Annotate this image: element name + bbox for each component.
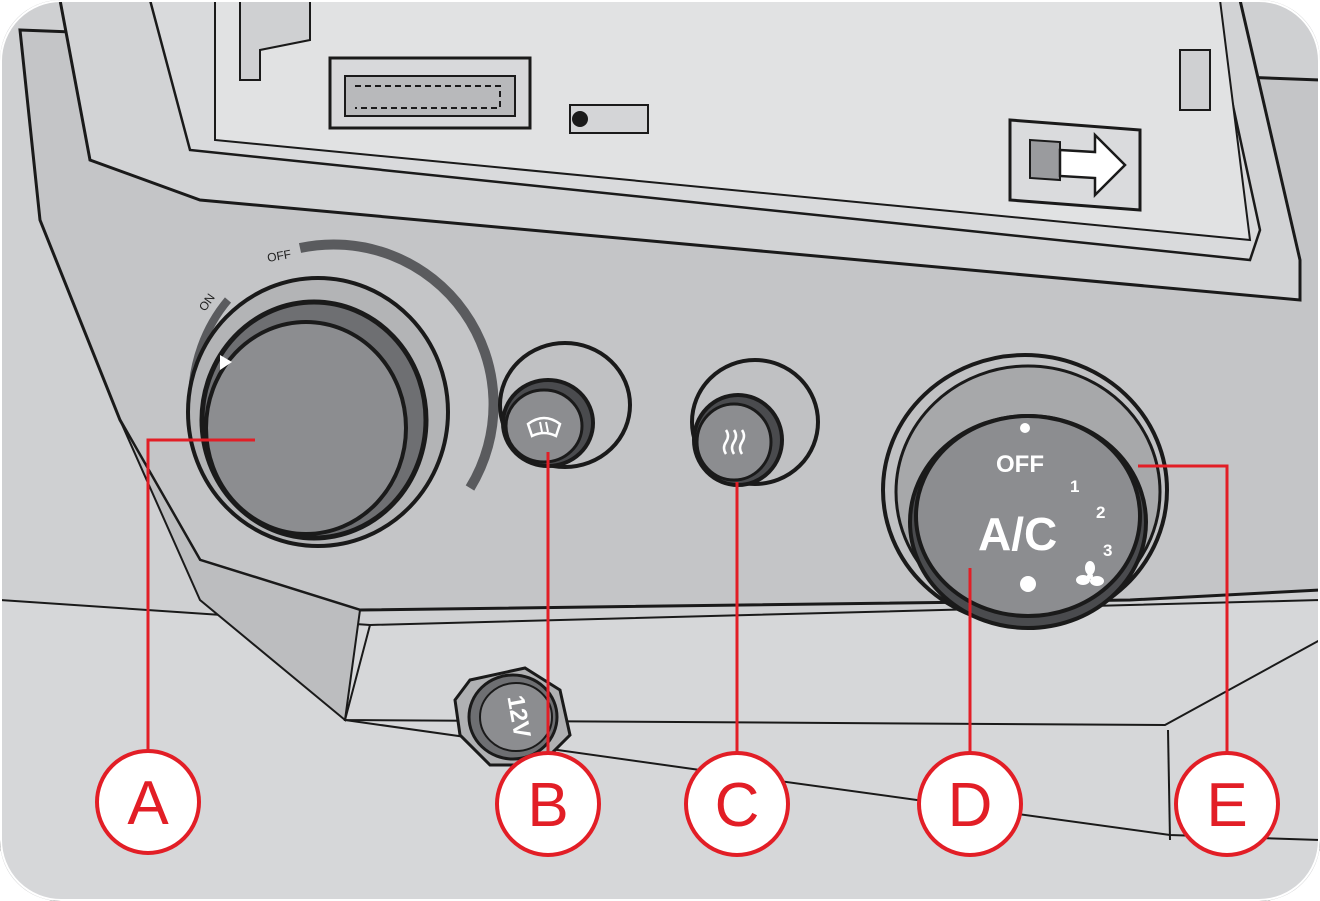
callout-a: A	[95, 749, 201, 855]
ac-label: A/C	[978, 508, 1057, 560]
callout-line-a	[146, 438, 255, 750]
knob-de-speed-2: 2	[1096, 503, 1105, 522]
knob-b[interactable]	[504, 388, 584, 464]
callout-b-label: B	[527, 771, 568, 840]
lower-seam	[1167, 729, 1171, 841]
callout-lines	[146, 438, 1229, 752]
ac-indicator	[1020, 576, 1036, 592]
lower-console	[0, 598, 1320, 901]
panel-side	[119, 419, 362, 722]
callout-d-label: D	[948, 771, 993, 840]
knob-b-group	[498, 341, 632, 469]
knob-d[interactable]	[914, 414, 1142, 618]
callout-c-label: C	[715, 771, 760, 840]
rear-window-heater-icon	[722, 429, 746, 455]
knob-de-speed-3: 3	[1103, 541, 1112, 560]
clip-slot	[1029, 138, 1061, 182]
arrow-right-icon	[1058, 131, 1127, 199]
callout-line-e	[1138, 464, 1229, 752]
knob-de-marker	[1020, 423, 1030, 433]
callout-c: C	[684, 751, 790, 857]
knob-a-group: OFF ON	[186, 239, 499, 548]
lower-console-edge	[343, 624, 1320, 727]
side-tab	[1179, 49, 1211, 111]
socket-group: 12V	[453, 666, 572, 767]
socket-cap-face	[479, 682, 553, 752]
knob-de-off-label: OFF	[996, 451, 1044, 478]
windscreen-defrost-icon	[526, 416, 562, 438]
knob-a-off-label: OFF	[266, 247, 292, 265]
fan-icon	[1076, 561, 1104, 586]
callout-b: B	[495, 751, 601, 857]
connector-socket	[344, 75, 516, 117]
knob-a-pointer	[220, 355, 232, 370]
knob-de-speed-1: 1	[1070, 477, 1079, 496]
bracket	[239, 0, 311, 81]
callout-a-label: A	[127, 769, 169, 838]
callout-e: E	[1174, 751, 1280, 857]
knob-a[interactable]	[204, 320, 408, 536]
knob-c-group	[690, 358, 820, 487]
knob-a-off-arc	[298, 239, 499, 491]
callout-e-label: E	[1206, 771, 1247, 840]
knob-de-group: OFF 1 2 3 A/C	[881, 353, 1169, 630]
antenna-jack	[572, 111, 588, 127]
callout-d: D	[917, 751, 1023, 857]
connector-pins	[355, 85, 501, 109]
